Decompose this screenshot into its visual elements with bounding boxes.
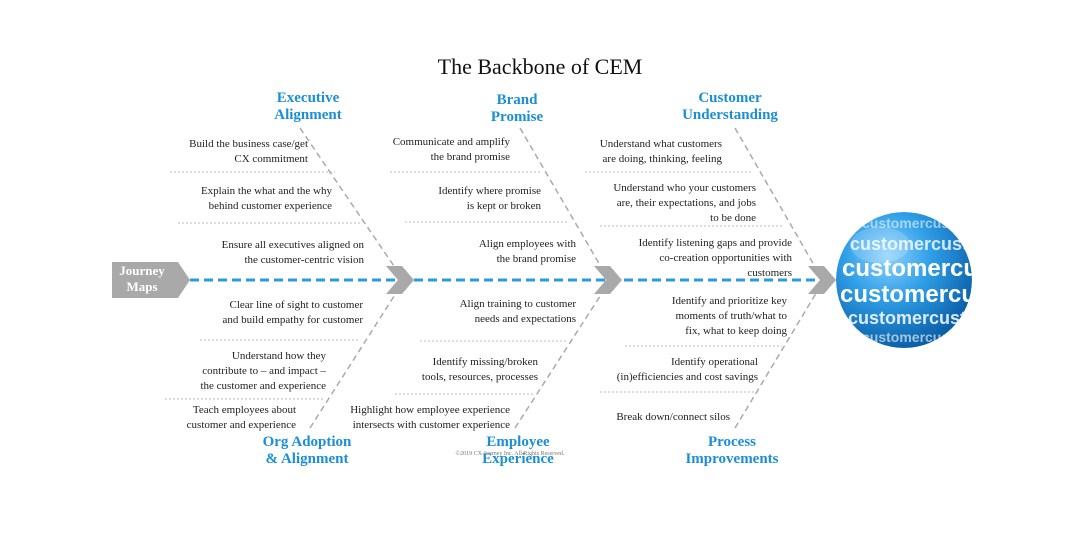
globe-word-3: customercustomer	[842, 255, 1058, 282]
chevron-arrow-3	[808, 266, 836, 294]
bone-customer	[734, 127, 819, 273]
bone-process	[734, 289, 819, 429]
list-item: Identify listening gaps and provide co-c…	[638, 237, 792, 279]
list-item: Understand what customers are doing, thi…	[599, 138, 722, 165]
list-item: Understand who your customers are, their…	[613, 182, 756, 224]
list-item: Understand how they contribute to – and …	[200, 350, 326, 392]
globe-word-4: customercustomer	[840, 281, 1056, 308]
category-customer-understanding: Customer Understanding	[682, 90, 778, 123]
journey-maps-label: Journey Maps	[119, 263, 165, 294]
bone-executive	[299, 127, 399, 273]
page-title: The Backbone of CEM	[437, 54, 643, 79]
list-item: Align employees with the brand promise	[478, 238, 576, 265]
globe-word-5: customercustomer	[848, 308, 1010, 328]
list-item: Identify missing/broken tools, resources…	[421, 356, 538, 383]
list-item: Break down/connect silos	[616, 411, 730, 423]
bone-brand	[519, 127, 605, 273]
globe-word-6: customercustomer	[862, 329, 989, 345]
list-item: Identify and prioritize key moments of t…	[671, 295, 787, 337]
category-process-improvements: Process Improvements	[685, 434, 779, 467]
list-item: Identify where promise is kept or broken	[438, 185, 541, 212]
item-separators	[165, 171, 782, 400]
list-item: Clear line of sight to customer and buil…	[222, 299, 363, 326]
journey-maps-arrow	[112, 262, 190, 298]
chevron-arrow-2	[594, 266, 622, 294]
list-item: Identify operational (in)efficiencies an…	[616, 356, 758, 383]
list-item: Teach employees about customer and exper…	[186, 404, 296, 431]
category-executive-alignment: Executive Alignment	[274, 90, 342, 123]
category-brand-promise: Brand Promise	[490, 92, 544, 125]
list-item: Build the business case/get CX commitmen…	[189, 138, 308, 165]
category-org-adoption: Org Adoption & Alignment	[262, 434, 352, 467]
list-item: Communicate and amplify the brand promis…	[392, 136, 510, 163]
list-item: Highlight how employee experience inters…	[350, 404, 510, 431]
globe-word-2: customercustomer	[850, 234, 1012, 254]
bone-org	[309, 289, 399, 429]
list-item: Align training to customer needs and exp…	[459, 298, 576, 325]
category-employee-experience: Employee Experience	[482, 434, 554, 467]
list-item: Ensure all executives aligned on the cus…	[221, 239, 364, 266]
list-item: Explain the what and the why behind cust…	[200, 185, 332, 212]
copyright-notice: ©2019 CX Journey Inc. All Rights Reserve…	[455, 451, 565, 457]
chevron-arrow-1	[386, 266, 414, 294]
customer-globe: customercustomer customercustomer custom…	[836, 212, 1058, 348]
bone-employee	[514, 289, 605, 429]
